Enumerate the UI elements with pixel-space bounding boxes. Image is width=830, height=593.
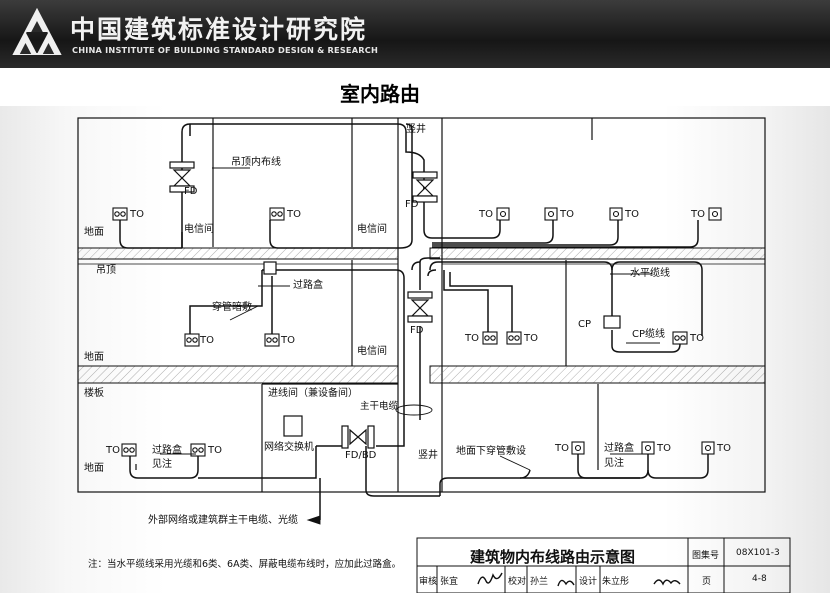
label-fd-shaft-top: FD xyxy=(405,199,419,210)
label-pull-box-right: 过路盒 xyxy=(604,443,634,454)
institute-logo-icon xyxy=(12,8,62,55)
label-floor-bottom: 地面 xyxy=(84,463,104,474)
label-floor-top: 地面 xyxy=(84,227,104,238)
slide-title: 室内路由 xyxy=(340,82,420,106)
label-concealed-conduit: 穿管暗敷 xyxy=(212,302,252,313)
label-to-8: TO xyxy=(281,335,295,346)
scan-background xyxy=(0,106,830,593)
label-to-9: TO xyxy=(465,333,479,344)
check-label: 校对 xyxy=(508,577,527,587)
label-to-14: TO xyxy=(555,443,569,454)
label-to-1: TO xyxy=(130,209,144,220)
label-to-6: TO xyxy=(691,209,705,220)
label-see-note-right: 见注 xyxy=(604,458,624,469)
label-to-5: TO xyxy=(625,209,639,220)
label-backbone-cable: 主干电缆 xyxy=(360,401,399,412)
review-name: 张宜 xyxy=(440,577,459,587)
label-to-3: TO xyxy=(479,209,493,220)
label-to-4: TO xyxy=(560,209,574,220)
review-label: 审核 xyxy=(419,577,438,587)
label-telecom-top-right: 电信间 xyxy=(357,224,387,235)
title-block-frame xyxy=(416,537,791,593)
leader-lines xyxy=(160,167,660,525)
label-to-13: TO xyxy=(208,445,222,456)
floor-slabs xyxy=(77,247,766,384)
page-label: 页 xyxy=(702,577,712,587)
signature-marks xyxy=(477,572,681,587)
label-to-10: TO xyxy=(524,333,538,344)
label-to-2: TO xyxy=(287,209,301,220)
page-number: 4-8 xyxy=(752,574,767,584)
label-see-note-left: 见注 xyxy=(152,459,172,470)
label-to-15: TO xyxy=(657,443,671,454)
label-to-7: TO xyxy=(200,335,214,346)
label-pull-box-left: 过路盒 xyxy=(152,445,182,456)
label-to-12: TO xyxy=(106,445,120,456)
org-name-cn: 中国建筑标准设计研究院 xyxy=(70,15,368,44)
label-shaft-top: 竖井 xyxy=(406,124,426,135)
label-floor-slab: 楼板 xyxy=(84,388,104,399)
label-telecom-mid: 电信间 xyxy=(357,346,387,357)
building-frame xyxy=(77,117,766,493)
drawing-note: 注：当水平缆线采用光缆和6类、6A类、屏蔽电缆布线时，应加此过路盒。 xyxy=(88,559,402,570)
design-label: 设计 xyxy=(579,577,598,587)
label-telecom-top-left: 电信间 xyxy=(184,224,214,235)
label-ceiling-cabling: 吊顶内布线 xyxy=(231,157,281,168)
network-switch-icon xyxy=(283,415,303,437)
label-external-cable: 外部网络或建筑群主干电缆、光缆 xyxy=(148,515,298,526)
header-banner: 中国建筑标准设计研究院 CHINA INSTITUTE OF BUILDING … xyxy=(0,0,830,68)
label-suspended-ceiling: 吊顶 xyxy=(96,265,116,276)
atlas-label: 图集号 xyxy=(692,551,720,561)
check-name: 孙兰 xyxy=(530,577,549,587)
fd-valve-icons xyxy=(169,161,438,449)
label-cp-cable: CP缆线 xyxy=(632,329,666,340)
design-name: 朱立彤 xyxy=(602,577,630,587)
label-shaft-bottom: 竖井 xyxy=(418,450,438,461)
label-fd-top-left: FD xyxy=(184,186,198,197)
org-name-en: CHINA INSTITUTE OF BUILDING STANDARD DES… xyxy=(72,45,379,55)
cp-box-icon xyxy=(603,315,621,329)
label-cp: CP xyxy=(578,319,592,330)
label-underfloor-conduit: 地面下穿管敷设 xyxy=(456,446,526,457)
label-to-11: TO xyxy=(690,333,704,344)
to-outlet-icons xyxy=(112,207,722,457)
atlas-number: 08X101-3 xyxy=(736,548,780,558)
label-incoming-room: 进线间（兼设备间） xyxy=(268,388,358,399)
title-block-title: 建筑物内布线路由示意图 xyxy=(470,548,636,566)
label-floor-mid: 地面 xyxy=(84,352,104,363)
label-pull-box-mid: 过路盒 xyxy=(293,280,323,291)
label-fd-bd: FD/BD xyxy=(345,450,377,461)
label-to-16: TO xyxy=(717,443,731,454)
pull-box-icon xyxy=(263,261,277,275)
label-network-switch: 网络交换机 xyxy=(264,442,314,453)
cable-routes xyxy=(119,123,709,520)
label-horizontal-cable: 水平缆线 xyxy=(630,268,670,279)
label-fd-shaft-mid: FD xyxy=(410,325,424,336)
equipment-boxes xyxy=(135,261,621,470)
